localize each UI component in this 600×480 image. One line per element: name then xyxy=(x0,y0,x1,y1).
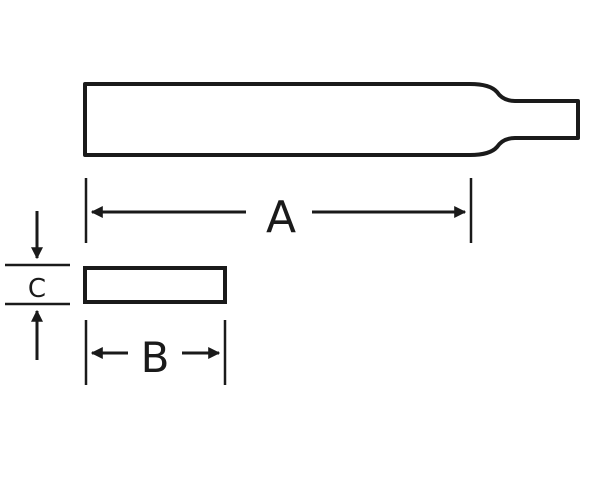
cross-section-outline xyxy=(83,266,227,304)
dimension-b-label: B xyxy=(141,333,170,382)
file-body-outline xyxy=(83,82,580,157)
dimension-a-label: A xyxy=(266,192,296,243)
dimension-c-label: C xyxy=(28,274,46,304)
